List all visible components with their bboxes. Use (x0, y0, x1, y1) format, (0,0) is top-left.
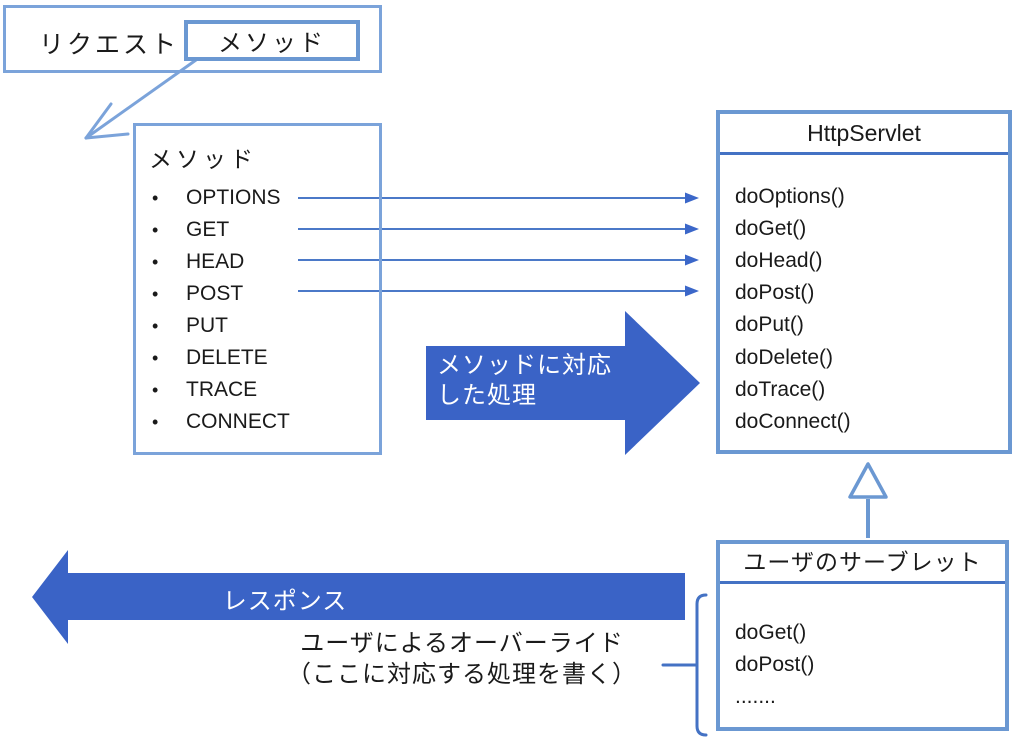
mapping-arrow-get (298, 223, 699, 235)
override-note-line1: ユーザによるオーバーライド (300, 630, 624, 657)
user-servlet-class-box: ユーザのサーブレット doGet() doPost() ....... (716, 540, 1009, 731)
list-item: doPost() (735, 653, 815, 677)
callout-arrowhead-arm2 (84, 102, 113, 140)
list-item: doPost() (735, 281, 815, 305)
request-method-chip: メソッド (184, 20, 360, 61)
list-item: • CONNECT (152, 406, 290, 438)
mapping-arrow-head (298, 254, 699, 266)
http-methods-list: • OPTIONS • GET • HEAD • POST • PUT • DELETE •… (152, 182, 290, 438)
http-methods-box: メソッド • OPTIONS • GET • HEAD • POST • PUT • DEL… (133, 123, 382, 455)
process-arrow-shape (426, 311, 700, 455)
method-label: TRACE (186, 378, 258, 401)
method-label: POST (186, 282, 244, 305)
list-item: doGet() (735, 217, 807, 241)
list-item: doOptions() (735, 185, 845, 209)
list-item: • HEAD (152, 246, 290, 278)
method-label: CONNECT (186, 410, 290, 433)
inheritance-connector (848, 462, 888, 538)
user-servlet-method-list: doGet() doPost() ....... (735, 617, 814, 713)
mapping-arrow-options (298, 192, 699, 204)
list-item: doHead() (735, 249, 823, 273)
list-item: • GET (152, 214, 290, 246)
bullet-icon: • (152, 283, 159, 304)
inheritance-triangle-icon (848, 462, 888, 499)
bullet-icon: • (152, 187, 159, 208)
override-note: ユーザによるオーバーライド （ここに対応する処理を書く） (262, 628, 662, 690)
response-arrow-label: レスポンス (222, 588, 348, 615)
mapping-arrow-post (298, 285, 699, 297)
list-item: doDelete() (735, 345, 834, 369)
bullet-icon: • (152, 219, 159, 240)
request-label: リクエスト (39, 31, 180, 59)
callout-arrowhead-arm1 (84, 132, 130, 140)
httpservlet-class-box: HttpServlet doOptions() doGet() doHead()… (716, 110, 1012, 454)
method-label: GET (186, 218, 230, 241)
request-method-chip-label: メソッド (218, 30, 326, 57)
request-box: リクエスト メソッド (3, 5, 382, 73)
response-arrow-shape (32, 550, 685, 644)
method-label: HEAD (186, 250, 245, 273)
callout-line (84, 58, 198, 140)
method-label: PUT (186, 314, 228, 337)
method-mapping-arrows (298, 192, 699, 297)
list-item: ....... (735, 685, 776, 709)
list-item: • DELETE (152, 342, 290, 374)
httpservlet-method-list: doOptions() doGet() doHead() doPost() do… (735, 181, 851, 438)
bullet-icon: • (152, 315, 159, 336)
override-note-line2: （ここに対応する処理を書く） (287, 661, 637, 688)
bullet-icon: • (152, 379, 159, 400)
user-servlet-title: ユーザのサーブレット (720, 544, 1005, 584)
list-item: doGet() (735, 621, 807, 645)
process-arrow-label-line2: した処理 (437, 382, 537, 409)
list-item: • OPTIONS (152, 182, 290, 214)
method-label: OPTIONS (186, 186, 281, 209)
list-item: • PUT (152, 310, 290, 342)
http-methods-title: メソッド (149, 146, 257, 172)
process-arrow-label-line1: メソッドに対応 (437, 352, 612, 379)
list-item: doConnect() (735, 409, 851, 433)
override-brace (661, 593, 708, 737)
bullet-icon: • (152, 411, 159, 432)
bullet-icon: • (152, 347, 159, 368)
method-label: DELETE (186, 346, 268, 369)
process-arrow-label: メソッドに対応 した処理 (437, 351, 612, 411)
httpservlet-title: HttpServlet (720, 114, 1008, 155)
list-item: doTrace() (735, 377, 826, 401)
list-item: doPut() (735, 313, 804, 337)
list-item: • TRACE (152, 374, 290, 406)
bullet-icon: • (152, 251, 159, 272)
list-item: • POST (152, 278, 290, 310)
